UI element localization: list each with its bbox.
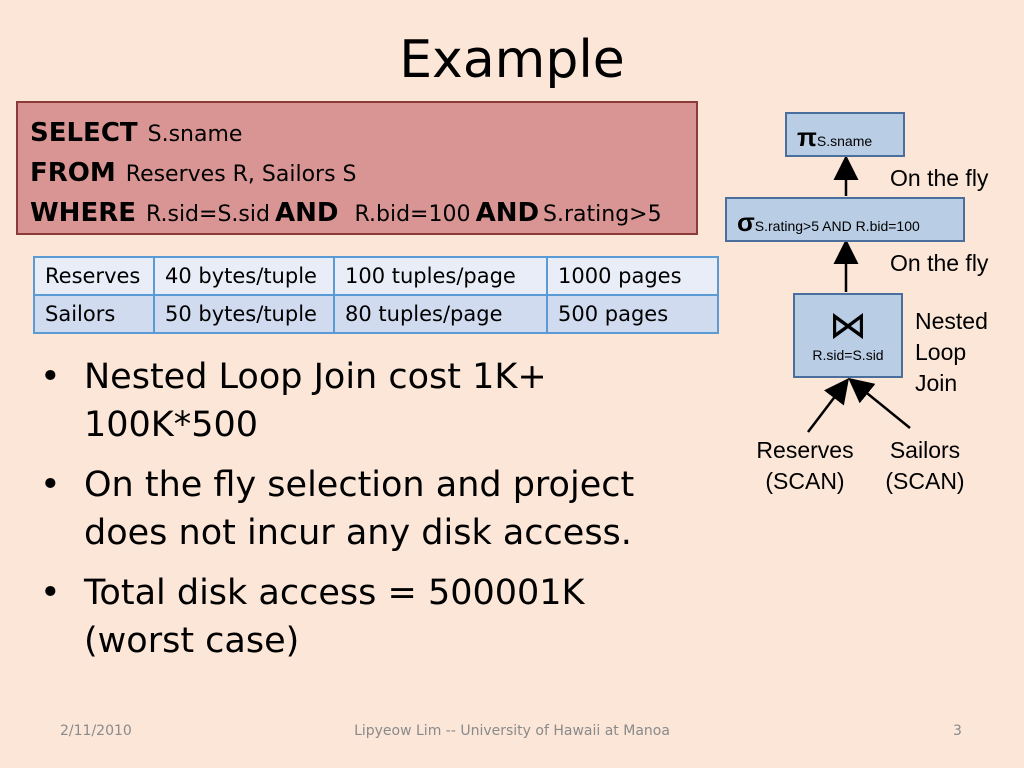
table-cell: 500 pages [546, 294, 719, 334]
footer-author: Lipyeow Lim -- University of Hawaii at M… [354, 723, 670, 739]
select-keyword: SELECT [30, 118, 138, 148]
relation-stats-table: Reserves 40 bytes/tuple 100 tuples/page … [33, 256, 719, 334]
bullet-text: Total disk access = 500001K (worst case) [84, 573, 585, 661]
bowtie-icon: ⋈ [829, 305, 867, 347]
leaf-relation: Sailors [889, 437, 961, 463]
bullet-marker: • [40, 465, 61, 505]
bullet-list: • Nested Loop Join cost 1K+ 100K*500 • O… [40, 353, 700, 677]
sailors-scan-leaf: Sailors (SCAN) [878, 435, 972, 497]
join-note-line: Loop [915, 339, 967, 365]
bullet-text: Nested Loop Join cost 1K+ 100K*500 [84, 357, 547, 445]
join-node: ⋈ R.sid=S.sid [793, 293, 903, 378]
table-cell: 80 tuples/page [333, 294, 548, 334]
selection-node: σS.rating>5 AND R.bid=100 [725, 197, 965, 242]
projection-note: On the fly [890, 165, 989, 191]
projection-node: πS.sname [785, 112, 905, 157]
where-keyword: WHERE [30, 198, 136, 228]
table-cell: Sailors [33, 294, 155, 334]
sql-select-line: SELECT S.sname [30, 113, 684, 153]
list-item: • Total disk access = 500001K (worst cas… [40, 569, 700, 665]
page-number: 3 [953, 723, 962, 739]
and-keyword: AND [475, 198, 540, 228]
join-predicate: R.sid=S.sid [812, 347, 884, 363]
table-cell: Reserves [33, 256, 155, 296]
reserves-scan-leaf: Reserves (SCAN) [750, 435, 860, 497]
footer-date: 2/11/2010 [60, 723, 132, 739]
list-item: • On the fly selection and project does … [40, 461, 700, 557]
bid-condition: R.bid=100 [354, 202, 471, 227]
table-cell: 40 bytes/tuple [153, 256, 335, 296]
rating-condition: S.rating>5 [543, 202, 662, 227]
join-note: Nested Loop Join [915, 306, 988, 399]
select-clause: S.sname [147, 122, 243, 147]
table-cell: 100 tuples/page [333, 256, 548, 296]
projection-symbol: π [797, 122, 817, 152]
sql-from-line: FROM Reserves R, Sailors S [30, 153, 684, 193]
slide-title: Example [399, 30, 625, 90]
selection-symbol: σ [737, 207, 755, 237]
leaf-access: (SCAN) [885, 468, 965, 494]
join-note-line: Nested [915, 308, 988, 334]
arrow-sailors-to-join [848, 377, 911, 429]
leaf-access: (SCAN) [765, 468, 845, 494]
bullet-marker: • [40, 573, 61, 613]
join-condition: R.sid=S.sid [145, 202, 270, 227]
table-cell: 1000 pages [546, 256, 719, 296]
from-keyword: FROM [30, 158, 116, 188]
from-clause: Reserves R, Sailors S [125, 162, 357, 187]
selection-note: On the fly [890, 250, 989, 276]
table-row: Reserves 40 bytes/tuple 100 tuples/page … [33, 256, 719, 296]
table-row: Sailors 50 bytes/tuple 80 tuples/page 50… [33, 294, 719, 334]
arrow-reserves-to-join [807, 378, 850, 433]
leaf-relation: Reserves [756, 437, 854, 463]
join-note-line: Join [915, 370, 958, 396]
bullet-marker: • [40, 357, 61, 397]
and-keyword: AND [275, 198, 339, 228]
selection-predicate: S.rating>5 AND R.bid=100 [754, 218, 920, 234]
projection-attribute: S.sname [816, 133, 873, 149]
bullet-text: On the fly selection and project does no… [84, 465, 635, 553]
table-cell: 50 bytes/tuple [153, 294, 335, 334]
list-item: • Nested Loop Join cost 1K+ 100K*500 [40, 353, 700, 449]
